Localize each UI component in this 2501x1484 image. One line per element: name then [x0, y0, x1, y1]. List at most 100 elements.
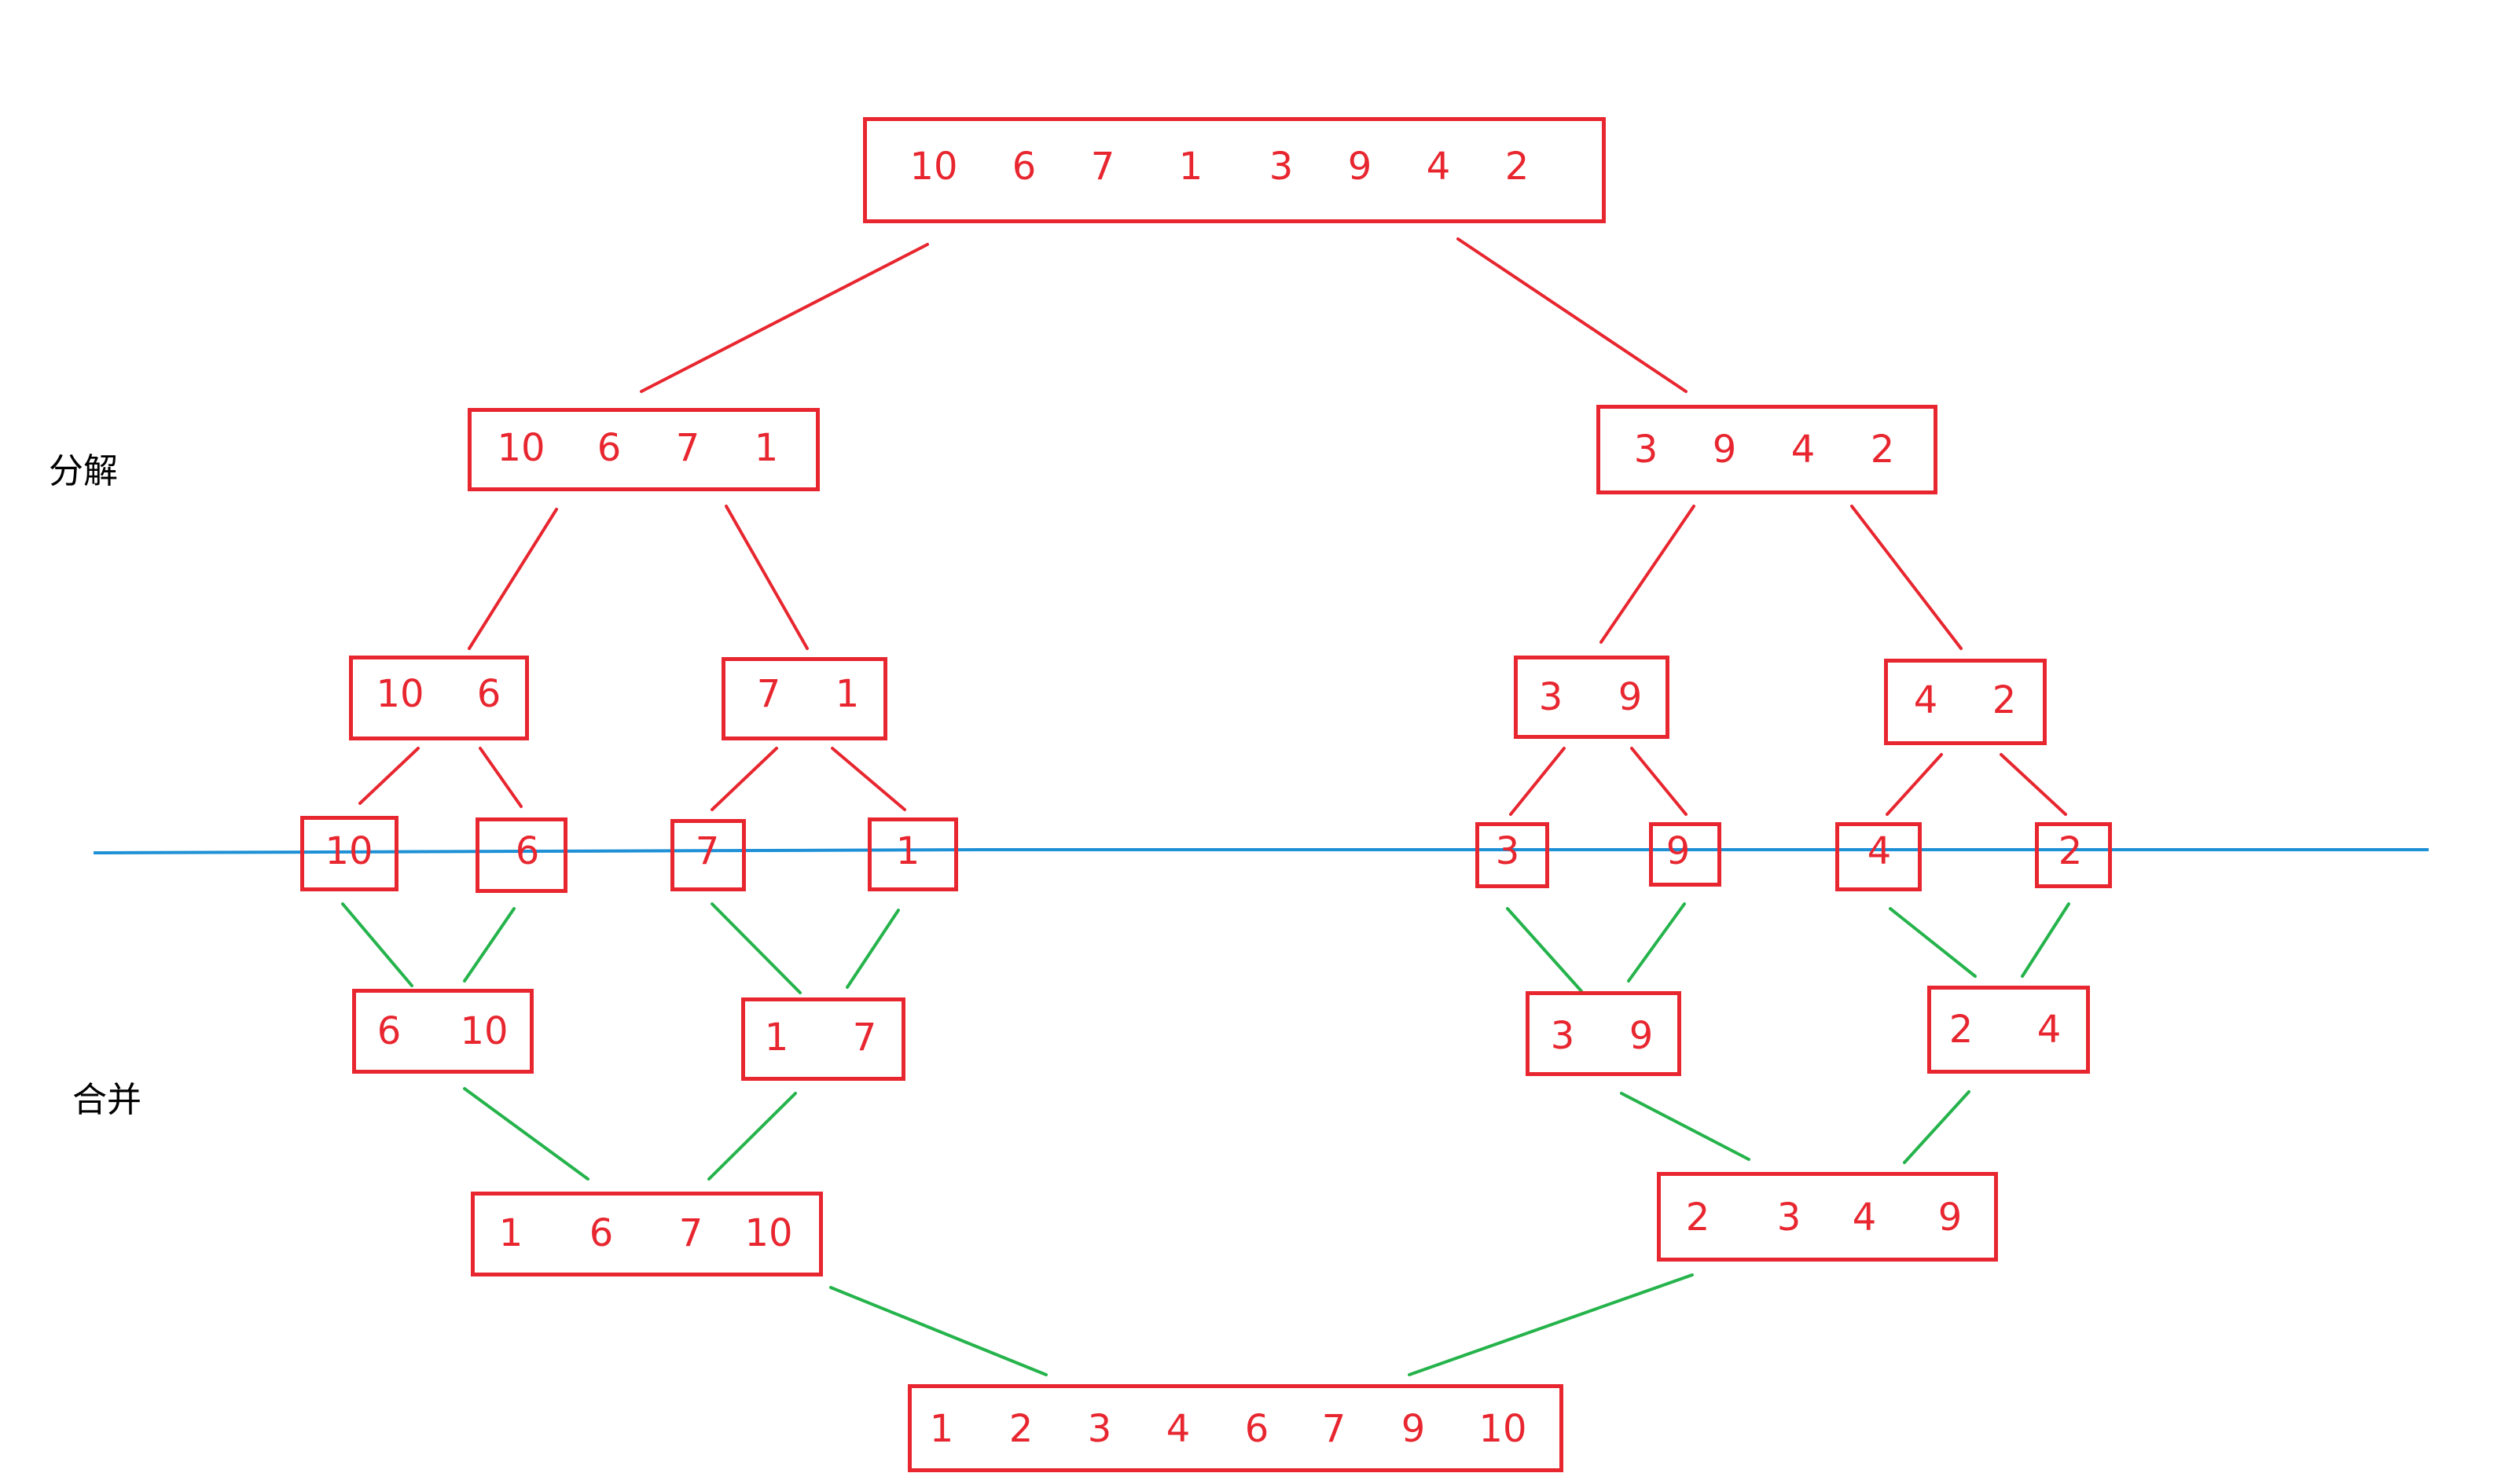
- array-box-leaf-6: [1649, 822, 1721, 887]
- array-value: 3: [1550, 1014, 1575, 1058]
- array-box-merge-rr: [1927, 986, 2090, 1074]
- array-value: 7: [1321, 1407, 1346, 1451]
- array-box-merge-lr: [741, 997, 905, 1081]
- split-edge: [358, 747, 420, 805]
- merge-edge: [1627, 902, 1686, 983]
- merge-edge: [2021, 902, 2070, 978]
- array-box-split-rl: [1514, 656, 1669, 739]
- split-edge: [1886, 753, 1943, 816]
- array-box-merge-r: [1657, 1172, 1998, 1262]
- array-box-merge-ll: [352, 989, 534, 1074]
- array-value: 6: [376, 1009, 402, 1053]
- array-value: 3: [1633, 428, 1658, 472]
- array-value: 9: [1347, 145, 1372, 189]
- array-value: 7: [675, 426, 700, 470]
- split-edge: [725, 505, 809, 650]
- array-value: 4: [2036, 1008, 2062, 1052]
- array-value: 10: [460, 1009, 509, 1053]
- merge-edge: [846, 909, 900, 989]
- merge-edge: [1620, 1092, 1750, 1161]
- divider-line: [93, 848, 2429, 854]
- array-value: 1: [764, 1016, 789, 1060]
- array-value: 1: [835, 672, 860, 716]
- array-value: 4: [1166, 1407, 1191, 1451]
- array-value: 2: [1504, 145, 1530, 189]
- array-box-merge-l: [471, 1192, 823, 1276]
- array-value: 6: [597, 426, 622, 470]
- array-value: 10: [325, 829, 373, 873]
- array-box-split-lr: [722, 657, 887, 740]
- array-value: 6: [1244, 1407, 1269, 1451]
- merge-edge: [711, 902, 802, 994]
- split-edge: [711, 747, 778, 811]
- split-edge: [640, 243, 929, 393]
- array-value: 3: [1776, 1196, 1801, 1240]
- split-edge: [1509, 747, 1566, 816]
- array-box-split-rr: [1884, 659, 2047, 745]
- array-value: 4: [1852, 1196, 1877, 1240]
- array-value: 1: [929, 1407, 954, 1451]
- array-value: 2: [1008, 1407, 1034, 1451]
- array-value: 3: [1269, 145, 1294, 189]
- array-value: 7: [1090, 145, 1115, 189]
- split-label: 分解: [49, 451, 118, 491]
- array-box-leaf-8: [2035, 822, 2112, 888]
- split-edge: [1630, 747, 1688, 816]
- split-edge: [831, 747, 906, 811]
- array-value: 1: [1178, 145, 1203, 189]
- array-box-root: [863, 117, 1606, 223]
- array-value: 10: [497, 426, 545, 470]
- array-value: 7: [678, 1211, 703, 1255]
- array-value: 3: [1495, 829, 1520, 873]
- merge-edge: [707, 1092, 797, 1181]
- array-value: 2: [1948, 1008, 1974, 1052]
- array-value: 6: [476, 672, 501, 716]
- array-value: 10: [909, 145, 958, 189]
- array-box-leaf-7: [1835, 822, 1922, 891]
- array-value: 2: [1870, 428, 1895, 472]
- array-value: 7: [852, 1016, 877, 1060]
- array-box-result: [908, 1384, 1563, 1472]
- merge-edge: [1408, 1273, 1694, 1376]
- array-value: 7: [695, 829, 720, 873]
- array-value: 2: [2058, 829, 2083, 873]
- split-edge: [468, 508, 558, 650]
- split-edge: [479, 747, 523, 808]
- array-value: 4: [1913, 678, 1938, 722]
- array-value: 4: [1426, 145, 1451, 189]
- array-value: 6: [589, 1211, 614, 1255]
- array-value: 6: [515, 829, 540, 873]
- array-value: 2: [1992, 678, 2017, 722]
- array-value: 9: [1665, 829, 1691, 873]
- array-box-split-l: [468, 408, 820, 491]
- array-box-leaf-1: [300, 816, 398, 891]
- array-value: 9: [1629, 1014, 1654, 1058]
- array-value: 9: [1401, 1407, 1426, 1451]
- array-value: 9: [1937, 1196, 1963, 1240]
- merge-label: 合并: [72, 1080, 141, 1120]
- array-value: 10: [376, 672, 424, 716]
- array-value: 10: [1478, 1407, 1527, 1451]
- array-value: 2: [1685, 1196, 1710, 1240]
- array-value: 10: [744, 1211, 793, 1255]
- array-value: 3: [1087, 1407, 1112, 1451]
- array-box-leaf-3: [670, 819, 746, 891]
- array-value: 1: [754, 426, 779, 470]
- merge-edge: [341, 902, 413, 987]
- merge-edge: [1903, 1090, 1970, 1164]
- array-value: 4: [1790, 428, 1816, 472]
- array-box-split-r: [1596, 405, 1937, 494]
- array-value: 9: [1712, 428, 1737, 472]
- merge-edge: [1889, 907, 1977, 978]
- merge-edge: [463, 907, 516, 983]
- array-value: 7: [756, 672, 781, 716]
- split-edge: [1456, 237, 1688, 393]
- merge-edge: [829, 1286, 1048, 1376]
- array-value: 6: [1012, 145, 1037, 189]
- array-box-leaf-4: [868, 817, 958, 891]
- array-value: 4: [1867, 829, 1892, 873]
- merge-edge: [463, 1087, 589, 1181]
- array-value: 9: [1618, 675, 1643, 719]
